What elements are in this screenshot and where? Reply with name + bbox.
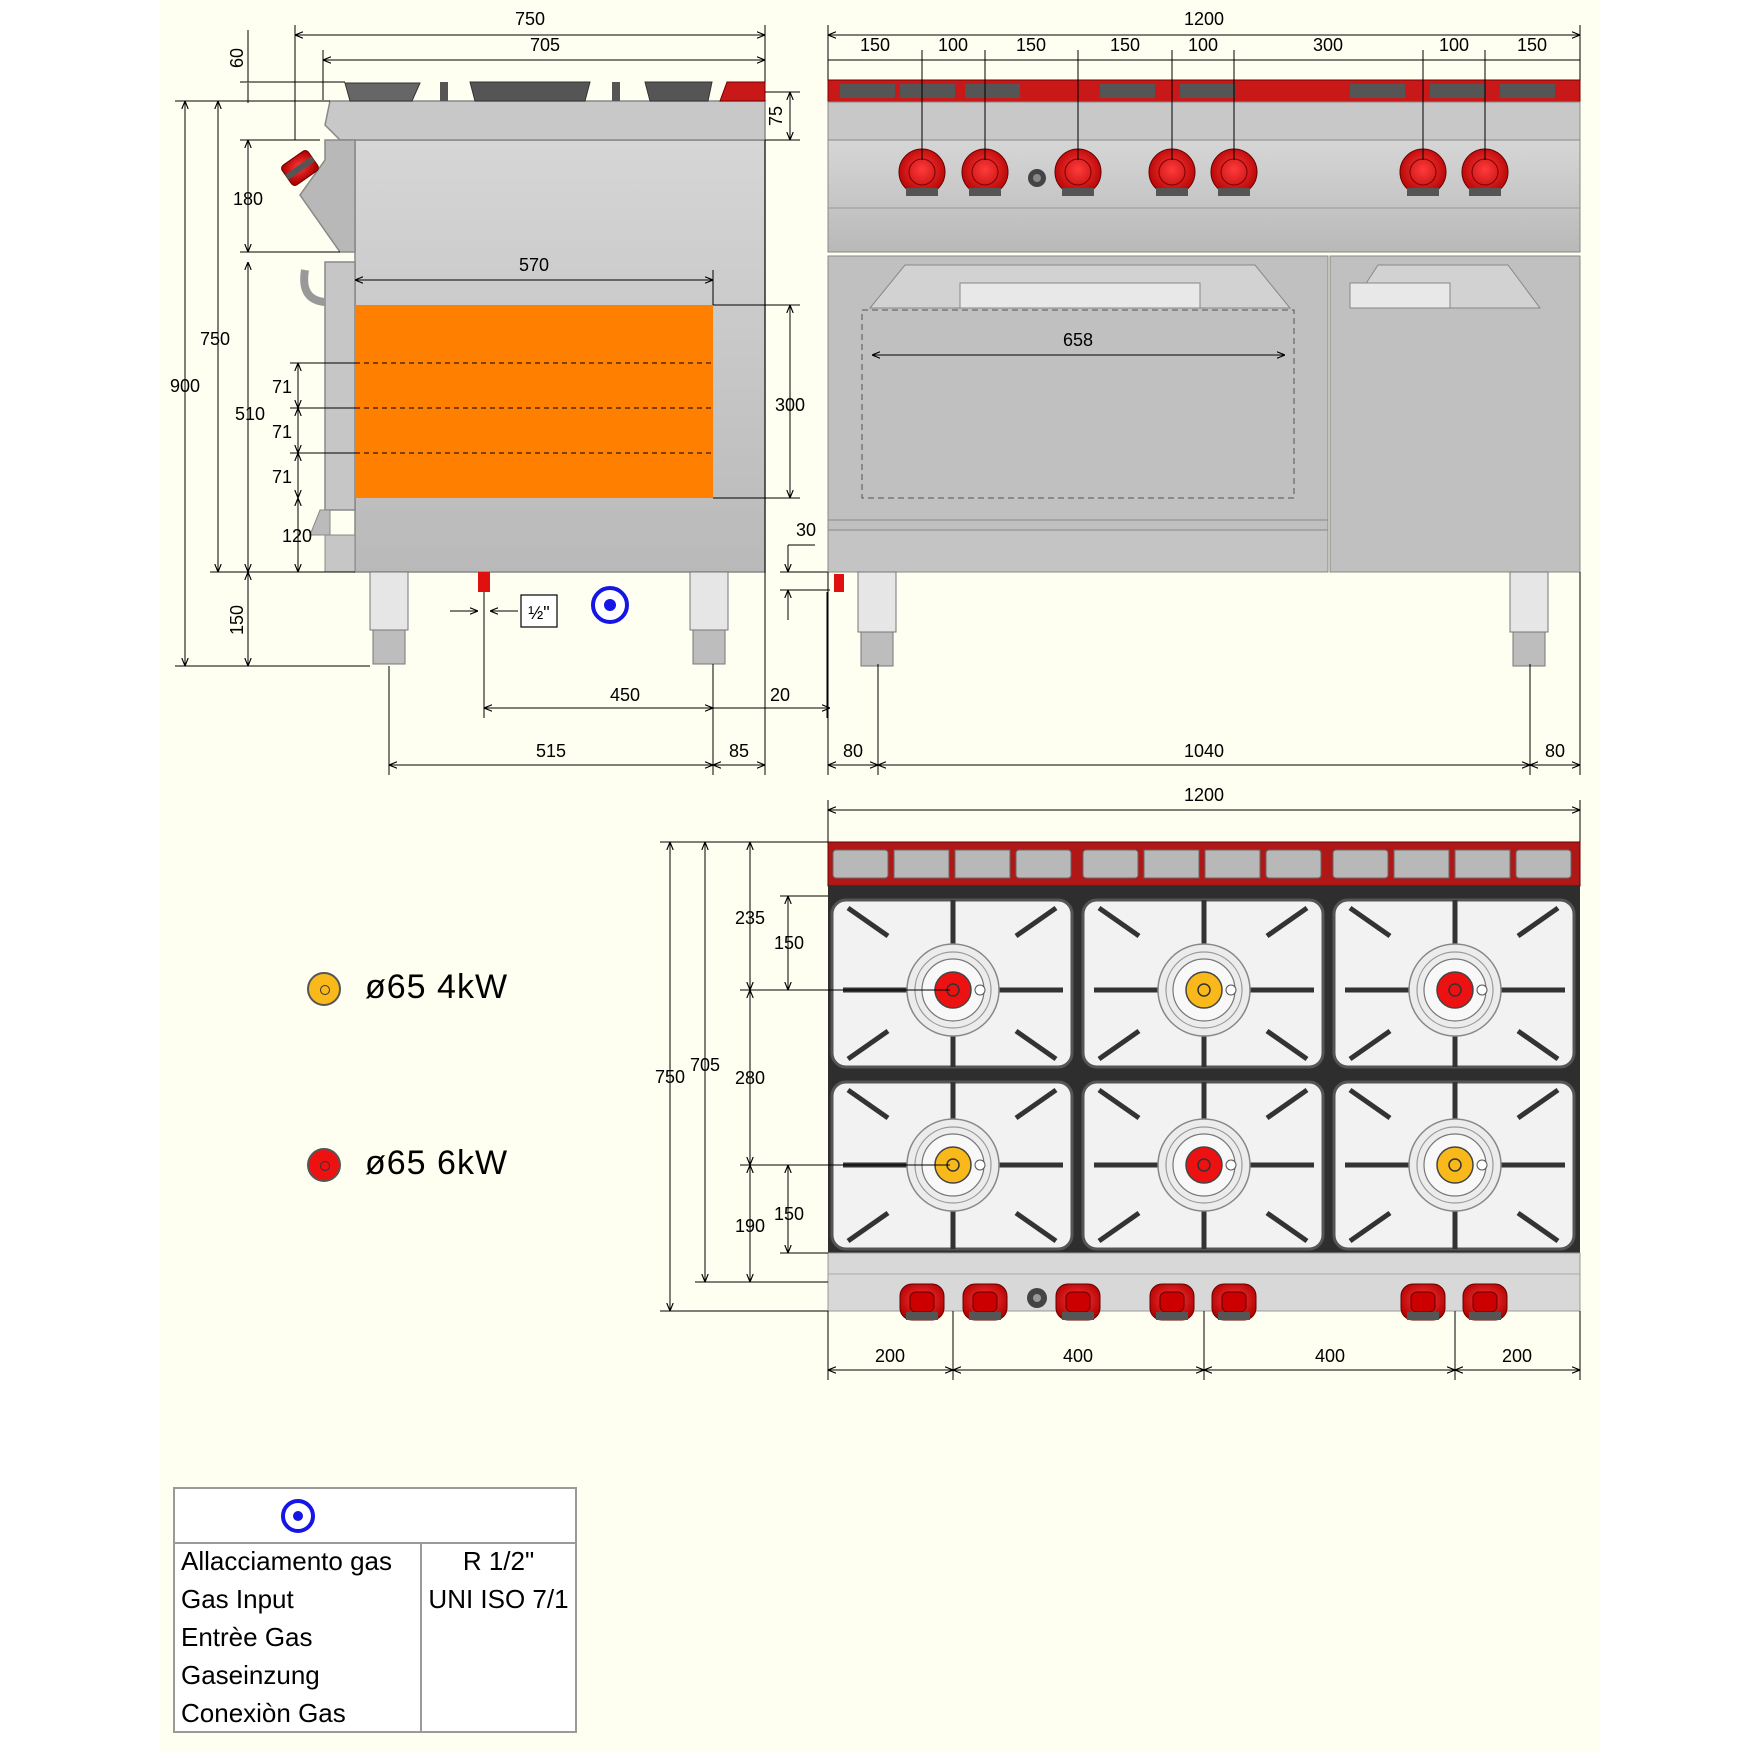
- side-dimensions: [175, 25, 830, 775]
- dim-front-oven-inner-width: 658: [1063, 330, 1093, 350]
- dim-top-knob-spacing: 200: [875, 1346, 905, 1366]
- burner-grate: [830, 1080, 1074, 1251]
- gas-table-row: Gas Input: [181, 1584, 294, 1614]
- dim-side-rack-3: 71: [272, 467, 292, 487]
- dim-front-top-segment: 100: [938, 35, 968, 55]
- gas-connection-icon: [281, 1499, 315, 1533]
- dim-front-top-segment: 150: [1016, 35, 1046, 55]
- dim-front-leg-left: 80: [843, 741, 863, 761]
- burner-grate: [1081, 898, 1325, 1069]
- dim-front-top-segment: 150: [860, 35, 890, 55]
- dim-side-oven-height: 510: [235, 404, 265, 424]
- burner-6kw-icon: [1185, 1146, 1223, 1184]
- oven-cavity: [355, 305, 713, 498]
- legend-label-6kw: ø65 6kW: [365, 1144, 509, 1182]
- side-top-plate: [324, 100, 766, 141]
- gas-table-header: [175, 1489, 575, 1544]
- gas-table-value-1: R 1/2": [462, 1546, 535, 1576]
- dim-side-control-panel: 180: [233, 189, 263, 209]
- dim-side-leg-spacing: 515: [536, 741, 566, 761]
- dim-top-knob-spacing: 400: [1315, 1346, 1345, 1366]
- gas-table-row: Allacciamento gas: [181, 1546, 392, 1576]
- dim-top-knob-spacing: 200: [1502, 1346, 1532, 1366]
- dim-front-leg-right: 80: [1545, 741, 1565, 761]
- dim-top-burner-pitch: 280: [735, 1068, 765, 1088]
- front-storage-door: [1329, 255, 1581, 573]
- burner-grate: [1332, 1080, 1576, 1251]
- gas-table-row: Entrèe Gas: [181, 1622, 313, 1652]
- front-control-panel: [827, 139, 1581, 253]
- burner-4kw-icon: [1185, 971, 1223, 1009]
- dimension-labels: 750 705 60 75 180 900 750 510 570 300 71…: [170, 9, 1565, 1366]
- dim-side-rack-1: 71: [272, 377, 292, 397]
- dim-top-overall-width: 1200: [1184, 785, 1224, 805]
- gas-table-row: Conexiòn Gas: [181, 1698, 346, 1728]
- dim-front-top-segment: 300: [1313, 35, 1343, 55]
- gas-table-row: Gaseinzung: [181, 1660, 320, 1690]
- front-oven-door: [827, 255, 1329, 573]
- dim-side-overall-depth: 750: [515, 9, 545, 29]
- side-view: ½": [281, 81, 766, 665]
- burner-6kw-icon: [1436, 971, 1474, 1009]
- dim-side-bottom-gap: 120: [282, 526, 312, 546]
- top-view-knobs: [899, 1283, 1508, 1321]
- burner-6kw-icon: [307, 1148, 341, 1182]
- dim-side-gas-to-leg: 450: [610, 685, 640, 705]
- top-dimensions: [660, 800, 1581, 1380]
- dim-top-hob-depth: 705: [690, 1055, 720, 1075]
- burner-grate: [1332, 898, 1576, 1069]
- dim-front-top-segment: 100: [1439, 35, 1469, 55]
- dim-side-leg-height: 150: [227, 605, 247, 635]
- dim-top-back-burner-offset: 150: [774, 933, 804, 953]
- front-dimensions: [827, 25, 1581, 775]
- dim-side-oven-width: 570: [519, 255, 549, 275]
- top-view: [827, 841, 1581, 1321]
- legend-label-4kw: ø65 4kW: [365, 968, 509, 1006]
- dim-front-overall-width: 1200: [1184, 9, 1224, 29]
- burner-4kw-icon: [307, 972, 341, 1006]
- dim-side-top-height: 60: [227, 48, 247, 68]
- dim-top-overall-depth: 750: [655, 1067, 685, 1087]
- dim-side-gas-offset: 30: [796, 520, 816, 540]
- gas-table-value-2: UNI ISO 7/1: [428, 1584, 569, 1614]
- dim-front-top-segment: 150: [1110, 35, 1140, 55]
- dim-top-front-burner-ref: 150: [774, 1204, 804, 1224]
- burner-4kw-icon: [1436, 1146, 1474, 1184]
- dim-side-oven-cavity-height: 300: [775, 395, 805, 415]
- dim-side-gas-clearance: 20: [770, 685, 790, 705]
- dim-side-hob-edge: 75: [766, 106, 786, 126]
- gas-connection-table: Allacciamento gas Gas Input Entrèe Gas G…: [173, 1487, 577, 1733]
- dim-front-top-segment: 100: [1188, 35, 1218, 55]
- dim-front-leg-span: 1040: [1184, 741, 1224, 761]
- dim-side-body-height: 750: [200, 329, 230, 349]
- dim-side-top-depth: 705: [530, 35, 560, 55]
- burner-grate: [830, 898, 1074, 1069]
- dim-top-rear-to-burner: 235: [735, 908, 765, 928]
- side-door: [324, 261, 356, 511]
- top-front-panel: [827, 1252, 1581, 1312]
- dim-front-top-segment: 150: [1517, 35, 1547, 55]
- dim-side-overall-height: 900: [170, 376, 200, 396]
- dim-top-front-burner-offset: 190: [735, 1216, 765, 1236]
- burner-grate: [1081, 1080, 1325, 1251]
- svg-text:½": ½": [528, 603, 549, 623]
- dim-side-rear-leg-offset: 85: [729, 741, 749, 761]
- front-view: [827, 79, 1581, 667]
- dim-top-knob-spacing: 400: [1063, 1346, 1093, 1366]
- dim-side-rack-2: 71: [272, 422, 292, 442]
